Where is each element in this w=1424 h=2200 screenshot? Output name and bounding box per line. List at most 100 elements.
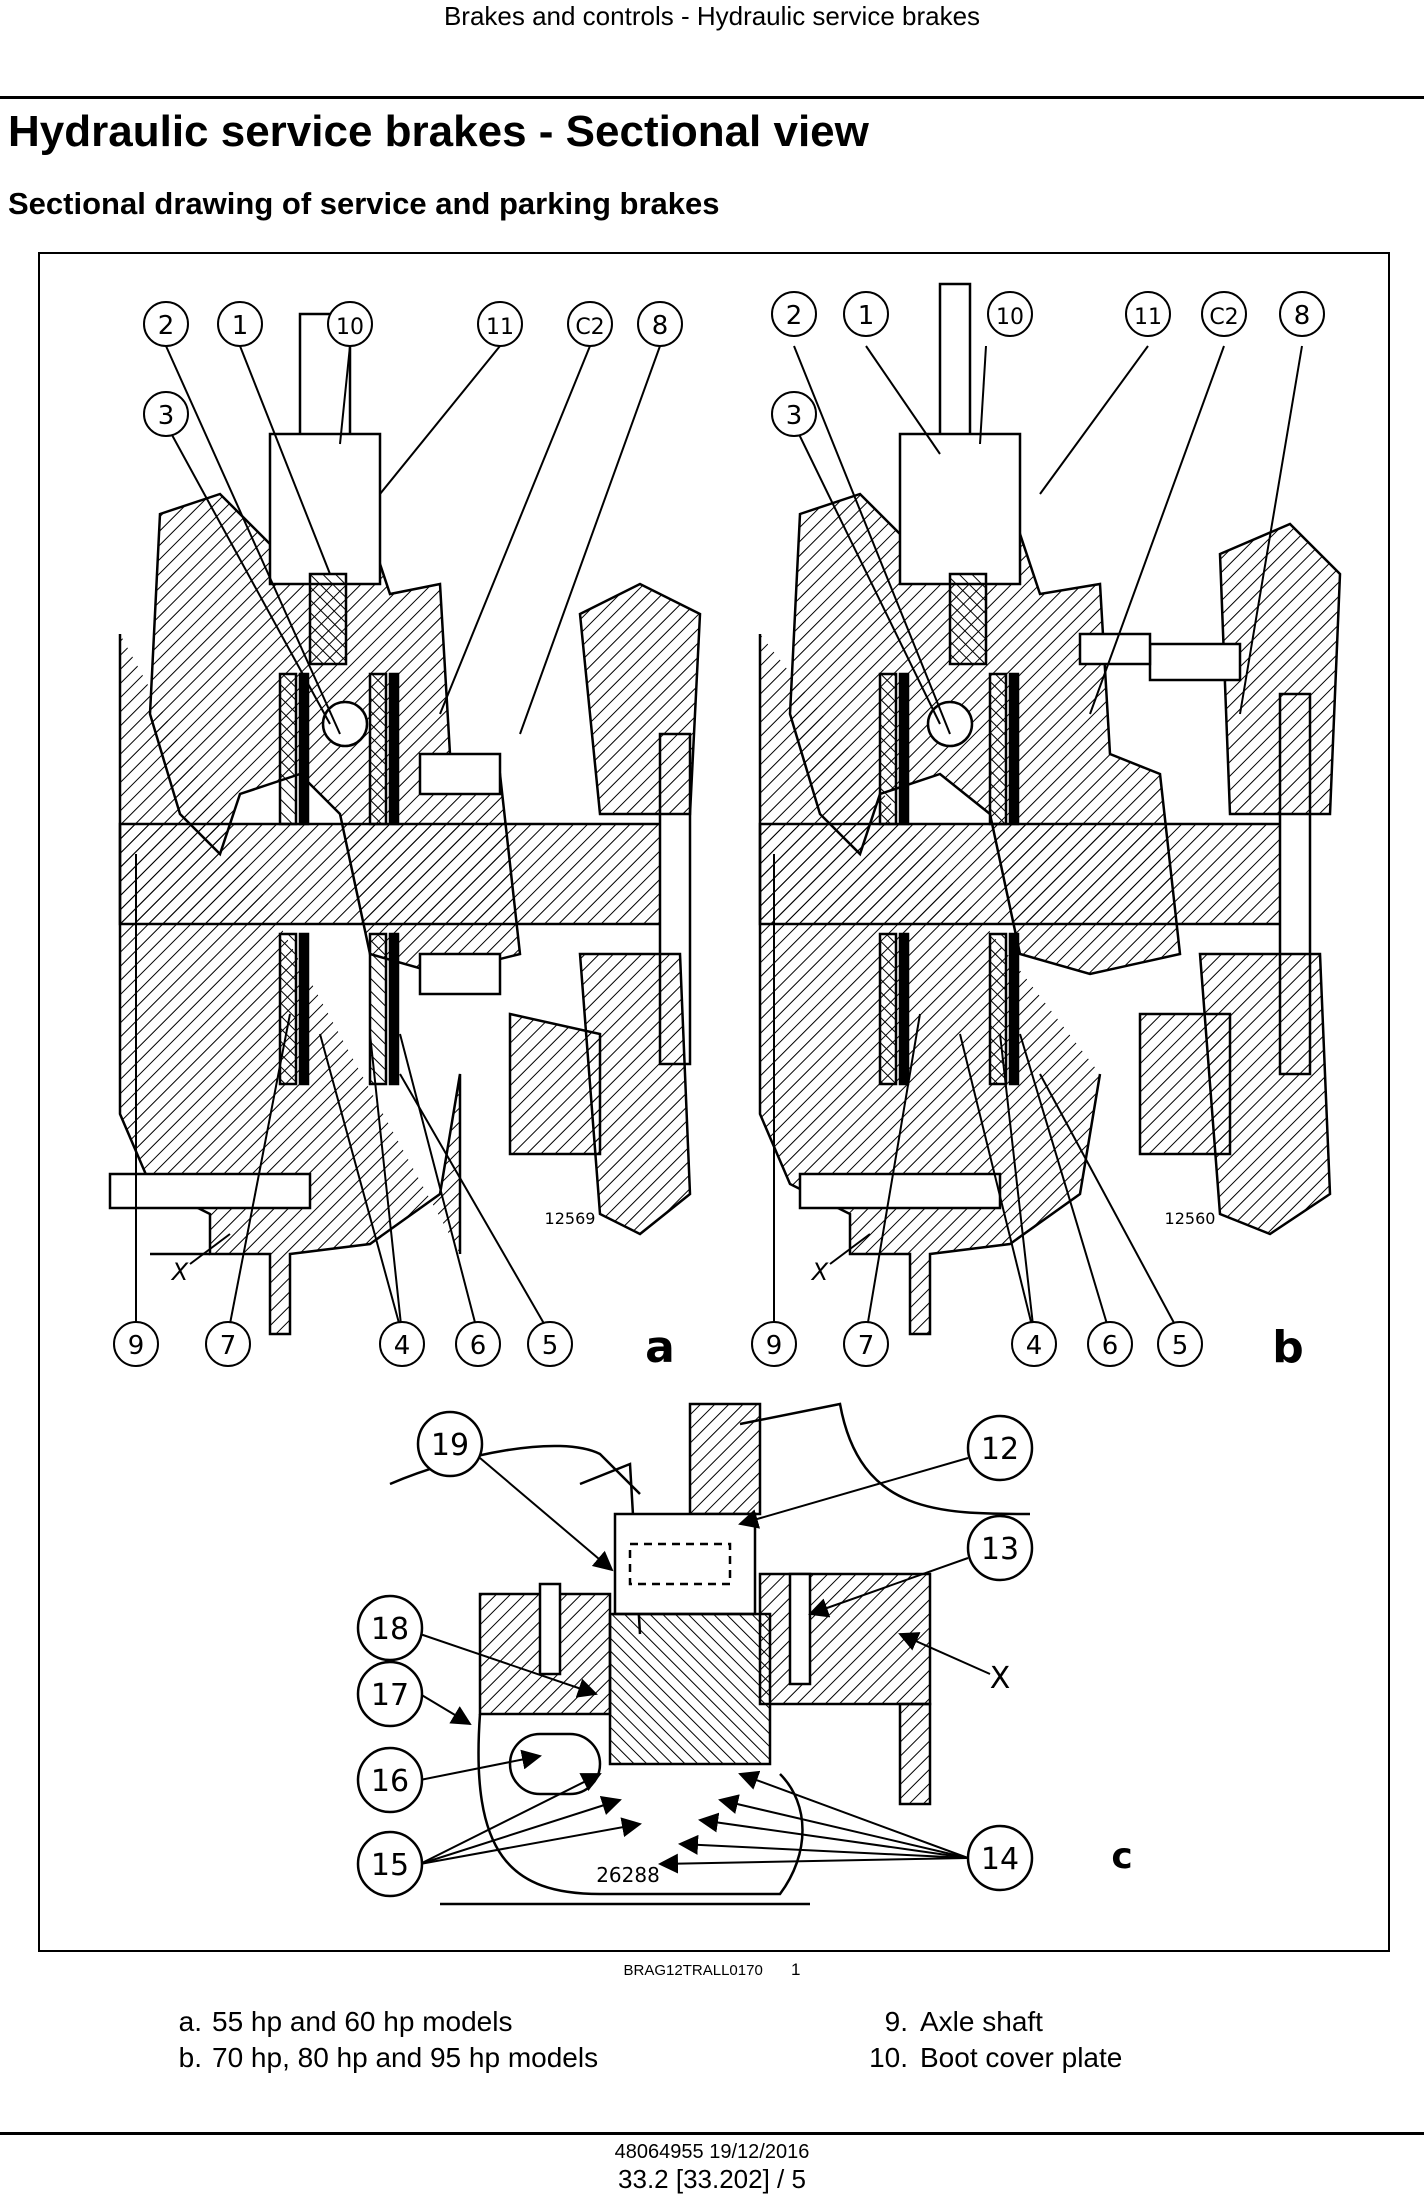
leader-lines xyxy=(135,345,1303,1874)
svg-text:6: 6 xyxy=(470,1331,487,1361)
legend-item: 9. Axle shaft xyxy=(862,2004,1122,2040)
svg-text:8: 8 xyxy=(652,311,669,341)
svg-text:15: 15 xyxy=(371,1848,409,1883)
callout-c-18: 18 xyxy=(356,1594,424,1662)
header-rule xyxy=(0,96,1424,99)
callout-b-6: 6 xyxy=(1087,1321,1133,1367)
callout-c-14: 14 xyxy=(966,1824,1034,1892)
figure-reference: BRAG12TRALL0170 1 xyxy=(0,1960,1424,1980)
legend-item: b. 70 hp, 80 hp and 95 hp models xyxy=(170,2040,598,2076)
legend-text: 70 hp, 80 hp and 95 hp models xyxy=(212,2042,599,2073)
sectional-drawing-svg: 2 1 10 11 C2 8 3 9 7 4 6 5 X 12569 a 2 1… xyxy=(108,282,1342,1906)
svg-text:9: 9 xyxy=(128,1331,145,1361)
callout-b-7: 7 xyxy=(843,1321,889,1367)
page-number: 33.2 [33.202] / 5 xyxy=(618,2164,806,2194)
svg-text:17: 17 xyxy=(371,1678,409,1713)
svg-text:5: 5 xyxy=(542,1331,559,1361)
callout-a-8: 8 xyxy=(637,301,683,347)
svg-text:5: 5 xyxy=(1172,1331,1189,1361)
panel-a-drawing-number: 12569 xyxy=(545,1209,596,1228)
legend-text: 55 hp and 60 hp models xyxy=(212,2006,513,2037)
panel-b-x-marker: X xyxy=(810,1258,829,1286)
legend-text: Boot cover plate xyxy=(920,2042,1123,2073)
callout-b-9: 9 xyxy=(751,1321,797,1367)
callout-a-c2: C2 xyxy=(567,301,613,347)
page-title: Hydraulic service brakes - Sectional vie… xyxy=(8,107,869,156)
callout-b-10: 10 xyxy=(987,291,1033,337)
document-id: 48064955 19/12/2016 xyxy=(614,2141,810,2163)
panel-c-drawing-number: 26288 xyxy=(596,1863,660,1887)
callout-a-3: 3 xyxy=(143,391,189,437)
svg-text:8: 8 xyxy=(1294,301,1311,331)
panel-b-drawing xyxy=(758,282,1342,1336)
svg-text:13: 13 xyxy=(981,1532,1019,1567)
svg-text:3: 3 xyxy=(786,401,803,431)
svg-text:19: 19 xyxy=(431,1428,469,1463)
callout-a-6: 6 xyxy=(455,1321,501,1367)
svg-text:11: 11 xyxy=(1134,305,1162,330)
legend-key: a. xyxy=(178,2006,202,2037)
panel-c-drawing xyxy=(389,1402,1031,1906)
svg-text:16: 16 xyxy=(371,1764,409,1799)
legend-item: a. 55 hp and 60 hp models xyxy=(170,2004,598,2040)
figure-number: 1 xyxy=(790,1960,801,1979)
panel-a-drawing xyxy=(108,312,702,1336)
panel-b-drawing-number: 12560 xyxy=(1165,1209,1216,1228)
svg-text:C2: C2 xyxy=(1209,305,1238,330)
panel-b-callouts: 2 1 10 11 C2 8 3 9 7 4 6 5 X 12560 b xyxy=(751,291,1325,1373)
callout-b-5: 5 xyxy=(1157,1321,1203,1367)
running-header: Brakes and controls - Hydraulic service … xyxy=(443,1,981,31)
callout-c-17: 17 xyxy=(356,1660,424,1728)
panel-a-callouts: 2 1 10 11 C2 8 3 9 7 4 6 5 X 12569 a xyxy=(113,301,683,1373)
svg-text:18: 18 xyxy=(371,1612,409,1647)
svg-text:C2: C2 xyxy=(575,315,604,340)
callout-a-7: 7 xyxy=(205,1321,251,1367)
callout-b-8: 8 xyxy=(1279,291,1325,337)
callout-b-4: 4 xyxy=(1011,1321,1057,1367)
callout-c-13: 13 xyxy=(966,1514,1034,1582)
figure-subtitle: Sectional drawing of service and parking… xyxy=(8,186,720,221)
footer-rule xyxy=(0,2132,1424,2135)
svg-text:4: 4 xyxy=(1026,1331,1043,1361)
callout-a-4: 4 xyxy=(379,1321,425,1367)
svg-text:2: 2 xyxy=(786,301,803,331)
svg-text:10: 10 xyxy=(336,315,364,340)
panel-c-letter: c xyxy=(1111,1836,1132,1877)
panel-c-x-marker: X xyxy=(990,1661,1011,1696)
callout-a-10: 10 xyxy=(327,301,373,347)
legend-text: Axle shaft xyxy=(920,2006,1043,2037)
figure-reference-code: BRAG12TRALL0170 xyxy=(623,1962,763,1979)
sectional-drawing-figure: 2 1 10 11 C2 8 3 9 7 4 6 5 X 12569 a 2 1… xyxy=(38,252,1390,1952)
svg-text:7: 7 xyxy=(220,1331,237,1361)
panel-b-letter: b xyxy=(1272,1322,1304,1373)
callout-c-19: 19 xyxy=(416,1410,484,1478)
svg-text:3: 3 xyxy=(158,401,175,431)
legend-key: 9. xyxy=(884,2006,908,2037)
callout-b-3: 3 xyxy=(771,391,817,437)
callout-a-1: 1 xyxy=(217,301,263,347)
svg-text:4: 4 xyxy=(394,1331,411,1361)
svg-text:12: 12 xyxy=(981,1432,1019,1467)
panel-a-x-marker: X xyxy=(170,1258,189,1286)
callout-a-2: 2 xyxy=(143,301,189,347)
svg-text:1: 1 xyxy=(232,311,249,341)
svg-text:1: 1 xyxy=(858,301,875,331)
legend-right: 9. Axle shaft 10. Boot cover plate xyxy=(862,2004,1122,2076)
callout-b-2: 2 xyxy=(771,291,817,337)
callout-b-11: 11 xyxy=(1125,291,1171,337)
svg-text:9: 9 xyxy=(766,1331,783,1361)
svg-text:14: 14 xyxy=(981,1842,1019,1877)
callout-b-c2: C2 xyxy=(1201,291,1247,337)
svg-text:10: 10 xyxy=(996,305,1024,330)
callout-a-11: 11 xyxy=(477,301,523,347)
callout-c-15: 15 xyxy=(356,1830,424,1898)
legend-left: a. 55 hp and 60 hp models b. 70 hp, 80 hp … xyxy=(170,2004,598,2076)
callout-c-12: 12 xyxy=(966,1414,1034,1482)
callout-c-16: 16 xyxy=(356,1746,424,1814)
svg-text:2: 2 xyxy=(158,311,175,341)
panel-c-callouts: 19 12 13 18 17 16 15 14 X 26288 c xyxy=(356,1410,1133,1898)
svg-text:7: 7 xyxy=(858,1331,875,1361)
legend-key: 10. xyxy=(869,2042,908,2073)
callout-b-1: 1 xyxy=(843,291,889,337)
legend-key: b. xyxy=(178,2042,202,2073)
